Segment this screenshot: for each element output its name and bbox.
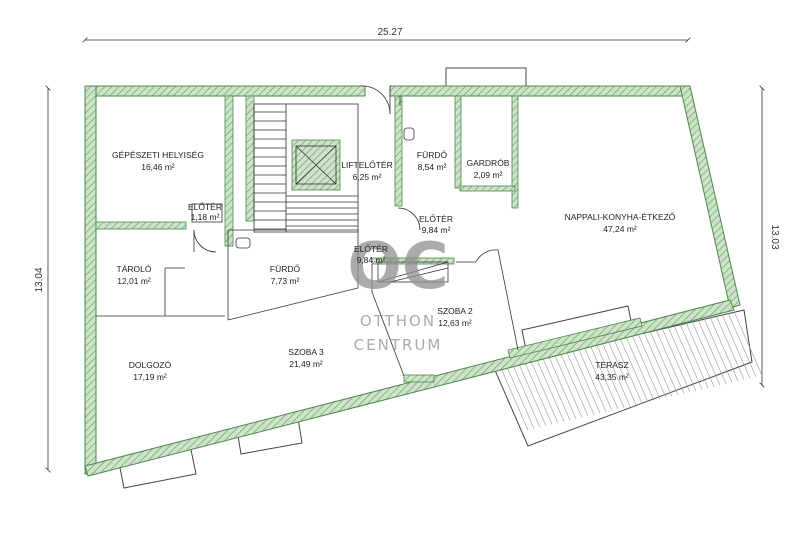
terrace-board: [595, 343, 625, 408]
room-area: 7,73 m²: [271, 276, 300, 286]
terrace-board: [505, 364, 535, 429]
terrace-board: [559, 351, 589, 417]
terrace-board: [547, 354, 577, 419]
watermark-line1: OTTHON: [360, 312, 436, 330]
room-name: TÁROLÓ: [117, 264, 152, 274]
terrace-board: [721, 314, 751, 379]
terrace-board: [583, 346, 613, 411]
terrace-board: [613, 339, 643, 404]
terrace-board: [541, 356, 571, 421]
terrace-board: [691, 321, 721, 386]
room-area: 8,54 m²: [418, 162, 447, 172]
room-eloter-small: ELŐTÉR 1,18 m²: [188, 202, 222, 222]
terrace-board: [643, 332, 673, 397]
dimension-height-left: 13.04: [34, 267, 45, 292]
room-area: 12,01 m²: [117, 276, 151, 286]
room-area: 21,49 m²: [289, 359, 323, 369]
terrace-board: [697, 319, 727, 384]
terrace-board: [667, 326, 697, 391]
terrace-board: [565, 350, 595, 415]
room-dolgozo: DOLGOZÓ 17,19 m²: [129, 360, 172, 382]
terrace-board: [673, 325, 703, 390]
terrace-board: [535, 357, 565, 422]
room-area: 9,84 m²: [422, 225, 451, 235]
watermark-mark: OC: [347, 230, 448, 304]
room-furdo-2: FÜRDŐ 7,73 m²: [270, 264, 301, 286]
terrace-board: [589, 344, 619, 410]
dimension-width: 25.27: [377, 27, 402, 38]
terrace-board: [601, 342, 631, 407]
room-eloter-mid: ELŐTÉR 9,84 m²: [419, 214, 453, 235]
room-area: 6,25 m²: [353, 172, 382, 182]
room-nappali: NAPPALI-KONYHA-ÉTKEZŐ 47,24 m²: [565, 212, 676, 234]
room-area: 12,63 m²: [438, 318, 472, 328]
terrace-board: [517, 361, 547, 426]
room-area: 1,18 m²: [191, 212, 220, 222]
window-boxes: [117, 67, 527, 489]
watermark: OC OTTHON CENTRUM: [347, 230, 448, 354]
terrace-board: [733, 311, 763, 376]
terrace-board: [715, 315, 745, 380]
room-name: FÜRDŐ: [270, 264, 301, 274]
room-name: GARDRÓB: [467, 158, 510, 168]
terrace-board: [577, 347, 607, 412]
terrace-board: [571, 349, 601, 414]
room-area: 47,24 m²: [603, 224, 637, 234]
room-name: DOLGOZÓ: [129, 360, 172, 370]
room-area: 16,46 m²: [141, 162, 175, 172]
terrace-board: [685, 322, 715, 387]
terrace-board: [703, 318, 733, 383]
room-name: GÉPÉSZETI HELYISÉG: [112, 150, 204, 160]
watermark-line2: CENTRUM: [354, 336, 443, 354]
interior-walls: [95, 95, 643, 383]
terrace-board: [523, 360, 553, 425]
room-gardrob: GARDRÓB 2,09 m²: [467, 158, 510, 180]
room-name: ELŐTÉR: [419, 214, 453, 224]
room-terasz: TERASZ 43,35 m²: [595, 360, 629, 382]
room-name: TERASZ: [595, 360, 629, 370]
room-name: SZOBA 3: [288, 347, 324, 357]
terrace-board: [727, 312, 757, 377]
room-gepeszeti: GÉPÉSZETI HELYISÉG 16,46 m²: [112, 150, 204, 172]
dimension-lines: [45, 37, 765, 473]
room-area: 2,09 m²: [474, 170, 503, 180]
room-area: 43,35 m²: [595, 372, 629, 382]
room-name: SZOBA 2: [437, 306, 473, 316]
terrace-board: [553, 353, 583, 418]
room-name: FÜRDŐ: [417, 150, 448, 160]
terrace-board: [607, 340, 637, 405]
terrace-board: [631, 335, 661, 400]
room-eloter-lower: ELŐTÉR 9,84 m²: [354, 244, 388, 265]
room-area: 17,19 m²: [133, 372, 167, 382]
room-area: 9,84 m²: [357, 255, 386, 265]
terrace-board: [625, 336, 655, 401]
terrace-board: [709, 316, 739, 382]
room-name: NAPPALI-KONYHA-ÉTKEZŐ: [565, 212, 676, 222]
room-name: LIFTELŐTÉR: [341, 160, 392, 170]
room-furdo-1: FÜRDŐ 8,54 m²: [417, 150, 448, 172]
terrace-board: [679, 323, 709, 389]
interior-lines: [96, 85, 519, 377]
room-szoba-3: SZOBA 3 21,49 m²: [288, 347, 324, 369]
room-labels: GÉPÉSZETI HELYISÉG 16,46 m² ELŐTÉR 1,18 …: [112, 150, 676, 382]
terrace-board: [619, 337, 649, 403]
dimension-height-right: 13.03: [769, 224, 780, 249]
room-name: ELŐTÉR: [354, 244, 388, 254]
room-lifteloter: LIFTELŐTÉR 6,25 m²: [341, 160, 392, 182]
room-szoba-2: SZOBA 2 12,63 m²: [437, 306, 473, 328]
terrace-board: [529, 358, 559, 424]
terrace-board: [655, 329, 685, 394]
terrace-board: [649, 330, 679, 396]
outer-walls: [84, 85, 741, 477]
terrace-board: [661, 328, 691, 393]
terrace-board: [637, 333, 667, 398]
terrace-board: [511, 363, 541, 428]
terrace-board: [499, 365, 529, 431]
room-name: ELŐTÉR: [188, 202, 222, 212]
room-tarolo: TÁROLÓ 12,01 m²: [117, 264, 152, 286]
